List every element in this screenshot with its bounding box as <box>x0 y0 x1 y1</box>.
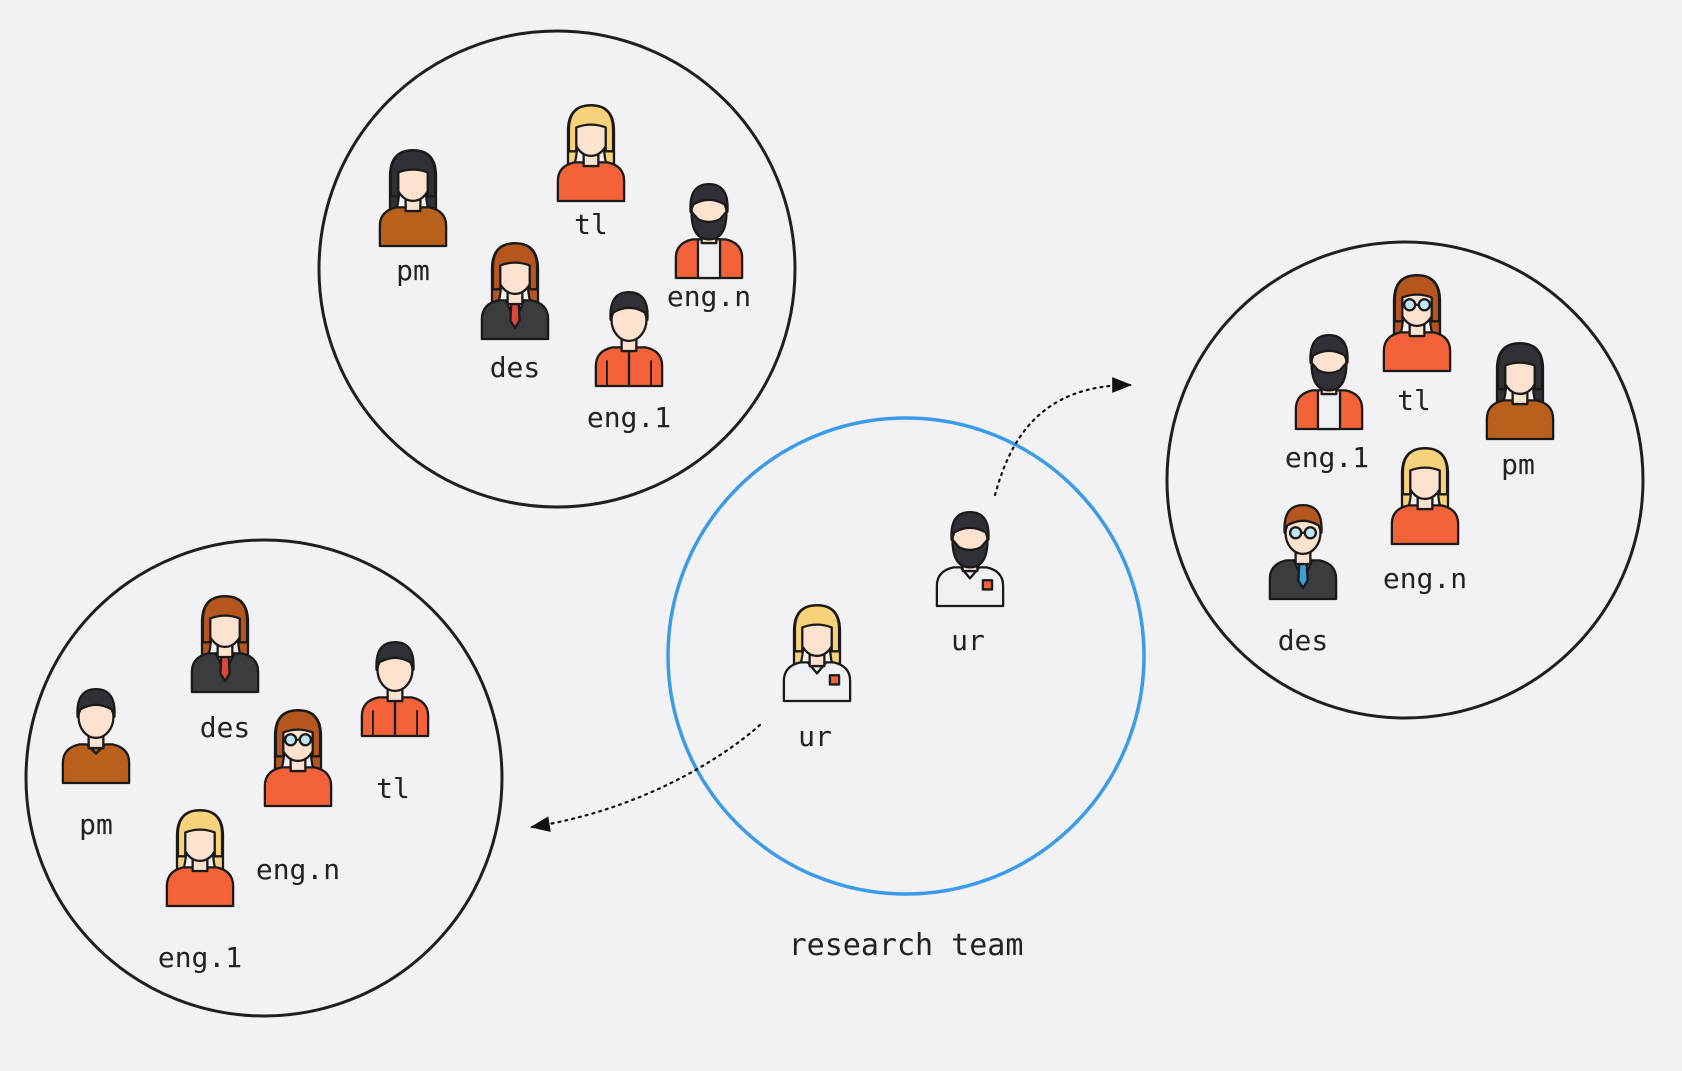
team-right-members: eng.1 tl pm eng.n des <box>1268 274 1555 657</box>
research-team-circle <box>666 416 1146 896</box>
team-member: eng.1 <box>587 291 671 434</box>
research-team-members: ur ur <box>782 511 1005 753</box>
woman-blonde-curly-orange-top-icon <box>556 104 626 203</box>
arrow-to-right-team <box>993 377 1132 497</box>
woman-blonde-orange-shirt-icon <box>1390 447 1460 546</box>
member-label: pm <box>396 254 430 287</box>
member-label: pm <box>1501 448 1535 481</box>
man-beard-hoodie-icon <box>674 183 744 280</box>
member-label: eng.n <box>1383 562 1467 595</box>
team-member: eng.n <box>1383 447 1467 595</box>
team-member: des <box>1268 504 1338 657</box>
member-label: eng.1 <box>1285 441 1369 474</box>
man-dark-hair-orange-jacket-icon <box>360 641 430 738</box>
man-beard-white-shirt-icon <box>935 511 1005 608</box>
woman-dark-hair-brown-shirt-icon <box>1485 342 1555 441</box>
woman-brown-hair-suit-icon <box>190 595 260 694</box>
woman-dark-hair-brown-shirt-icon <box>378 149 448 248</box>
woman-brown-hair-glasses-icon <box>1382 274 1452 373</box>
woman-blonde-white-shirt-icon <box>782 604 852 703</box>
research-team-caption: research team <box>789 928 1024 963</box>
team-member: des <box>190 595 260 744</box>
man-glasses-suit-icon <box>1268 504 1338 601</box>
team-circle-top <box>317 29 797 509</box>
arrow-to-left-team <box>530 723 762 833</box>
team-member: pm <box>378 149 448 287</box>
team-member: eng.n <box>256 709 340 886</box>
woman-brown-hair-glasses-icon <box>263 709 333 808</box>
man-dark-hair-orange-jacket-icon <box>594 291 664 388</box>
research-member: ur <box>935 511 1005 657</box>
member-label: eng.n <box>667 280 751 313</box>
man-dark-hair-brown-shirt-icon <box>61 688 131 785</box>
team-member: tl <box>360 641 430 805</box>
team-member: eng.n <box>667 183 751 313</box>
team-member: eng.1 <box>1285 334 1369 474</box>
team-left-members: des tl pm eng.n eng.1 <box>61 595 430 974</box>
team-member: pm <box>61 688 131 841</box>
member-label: tl <box>574 208 608 241</box>
team-circle-right <box>1165 240 1645 720</box>
woman-blonde-orange-shirt-icon <box>165 809 235 908</box>
member-label: tl <box>1397 384 1431 417</box>
member-label: eng.1 <box>587 401 671 434</box>
team-circle-left <box>24 538 504 1018</box>
man-beard-hoodie-icon <box>1294 334 1364 431</box>
team-member: des <box>480 242 550 384</box>
research-member: ur <box>782 604 852 753</box>
team-member: tl <box>556 104 626 241</box>
member-label: eng.1 <box>158 941 242 974</box>
team-member: eng.1 <box>158 809 242 974</box>
member-label: pm <box>79 808 113 841</box>
member-label: ur <box>798 720 832 753</box>
member-label: des <box>490 351 541 384</box>
member-label: des <box>200 711 251 744</box>
member-label: tl <box>376 772 410 805</box>
team-member: pm <box>1485 342 1555 481</box>
member-label: des <box>1278 624 1329 657</box>
team-member: tl <box>1382 274 1452 417</box>
team-top-members: pm tl des eng.n eng.1 <box>378 104 751 434</box>
member-label: eng.n <box>256 853 340 886</box>
member-label: ur <box>951 624 985 657</box>
woman-brown-hair-suit-icon <box>480 242 550 341</box>
